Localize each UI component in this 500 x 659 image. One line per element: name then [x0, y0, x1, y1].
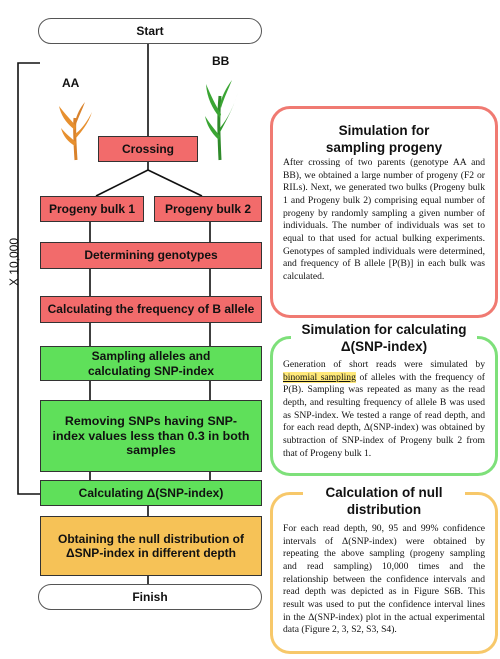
progeny-bulk-1-step: Progeny bulk 1 [40, 196, 144, 222]
finish-node: Finish [38, 584, 262, 610]
progeny-panel-body: After crossing of two parents (genotype … [283, 157, 485, 282]
progeny-panel-title: Simulation for sampling progeny [309, 123, 459, 157]
null-distribution-panel: Calculation of null distribution For eac… [270, 485, 498, 654]
b-allele-frequency-step: Calculating the frequency of B allele [40, 296, 262, 323]
snp-body-post: of alleles with the frequency of P(B). S… [283, 371, 485, 459]
binomial-sampling-highlight: binomial sampling [283, 371, 356, 383]
snp-panel-title: Simulation for calculating Δ(SNP-index) [291, 322, 477, 356]
start-node: Start [38, 18, 262, 44]
snp-panel-body: Generation of short reads were simulated… [283, 359, 485, 460]
progeny-simulation-panel: Simulation for sampling progeny After cr… [270, 106, 498, 318]
null-distribution-step: Obtaining the null distribution of ΔSNP-… [40, 516, 262, 576]
snp-body-pre: Generation of short reads were simulated… [283, 359, 485, 370]
crossing-step: Crossing [98, 136, 198, 162]
repeat-count-label: X 10,000 [7, 237, 21, 287]
removing-snps-step: Removing SNPs having SNP-index values le… [40, 400, 262, 472]
green-plant-icon [205, 80, 238, 161]
determining-genotypes-step: Determining genotypes [40, 242, 262, 269]
snp-index-simulation-panel: Simulation for calculating Δ(SNP-index) … [270, 322, 498, 476]
parent-aa-label: AA [62, 76, 80, 90]
null-panel-body: For each read depth, 90, 95 and 99% conf… [283, 523, 485, 636]
sampling-alleles-step: Sampling alleles and calculating SNP-ind… [40, 346, 262, 381]
progeny-bulk-2-step: Progeny bulk 2 [154, 196, 262, 222]
null-panel-title: Calculation of null distribution [303, 485, 465, 519]
delta-snp-index-step: Calculating Δ(SNP-index) [40, 480, 262, 506]
parent-bb-label: BB [212, 54, 230, 68]
orange-plant-icon [59, 102, 92, 161]
